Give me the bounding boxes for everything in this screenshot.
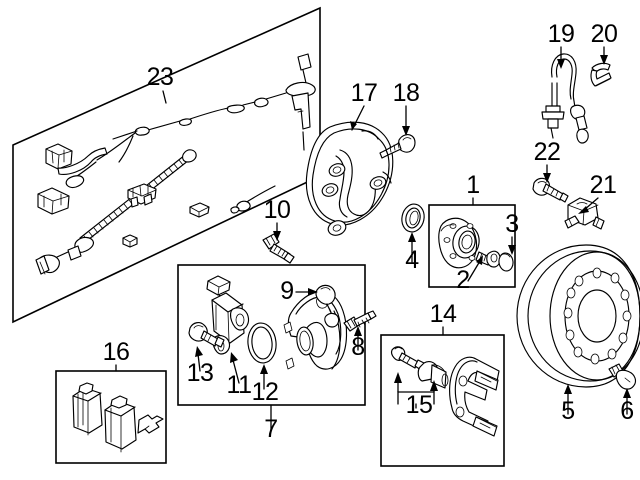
harness-speed-sensor-top	[285, 53, 316, 151]
caliper-piston-seal	[247, 322, 277, 364]
sensor-wire-clip	[590, 62, 612, 87]
harness-cable-end-right	[230, 185, 276, 214]
dust-shield-bolt	[379, 134, 416, 159]
callout-number-2: 2	[456, 266, 469, 294]
callout-number-19: 19	[548, 20, 575, 48]
callout-number-13: 13	[187, 359, 214, 387]
brake-pad-set	[72, 382, 164, 453]
hub-cap-plug	[498, 252, 514, 272]
callout-number-15: 15	[406, 391, 433, 419]
callout-number-20: 20	[591, 20, 618, 48]
harness-clip-b	[189, 202, 210, 218]
callout-number-23: 23	[147, 63, 174, 91]
callout-number-6: 6	[620, 397, 633, 425]
callout-number-21: 21	[590, 171, 617, 199]
brake-rotor-disc	[516, 244, 640, 388]
callout-number-16: 16	[103, 338, 130, 366]
sensor-bracket-bolt	[532, 177, 569, 203]
callout-number-4: 4	[405, 246, 419, 274]
harness-connector-left-mid	[37, 187, 70, 215]
callout-number-17: 17	[351, 79, 378, 107]
callout-numbers: 1 2 3 4 5 6 7 8 9 10 11 12 13 14 15 16 1…	[103, 20, 635, 443]
wheel-hub-and-bearing-assembly	[438, 217, 480, 269]
callout-number-5: 5	[561, 397, 574, 425]
callout-number-3: 3	[505, 210, 518, 238]
harness-clip-c	[122, 234, 138, 248]
caliper-guide-pin	[315, 284, 340, 328]
callout-number-11: 11	[227, 371, 252, 399]
rotor-retaining-screw	[608, 363, 637, 390]
actuator-mounting-bolt	[188, 322, 225, 348]
callout-number-8: 8	[351, 333, 364, 361]
caliper-guide-pin-and-boot	[391, 346, 449, 389]
parking-brake-actuator	[206, 275, 250, 355]
callout-number-10: 10	[264, 196, 291, 224]
callout-number-18: 18	[393, 79, 420, 107]
harness-connector-left-bottom	[35, 254, 60, 275]
callout-number-7: 7	[264, 415, 277, 443]
callout-number-22: 22	[534, 138, 561, 166]
caliper-mounting-bracket	[449, 356, 500, 437]
harness-connector-left-top	[45, 143, 108, 176]
wheel-bearing-seal	[401, 203, 425, 233]
callout-number-1: 1	[466, 171, 479, 199]
brake-dust-shield-backing-plate	[305, 121, 394, 236]
callout-number-14: 14	[430, 300, 457, 328]
parking-brake-cable-and-wiring-harness	[35, 53, 316, 275]
callout-number-12: 12	[252, 378, 279, 406]
callout-leaders	[115, 46, 631, 431]
callout-number-9: 9	[280, 277, 293, 305]
harness-clip-a	[127, 183, 157, 208]
caliper-bleeder-screw	[343, 310, 377, 332]
abs-wheel-speed-sensor	[541, 53, 589, 144]
backing-plate-bolt	[262, 233, 295, 264]
hub-mounting-bolt	[475, 250, 501, 268]
